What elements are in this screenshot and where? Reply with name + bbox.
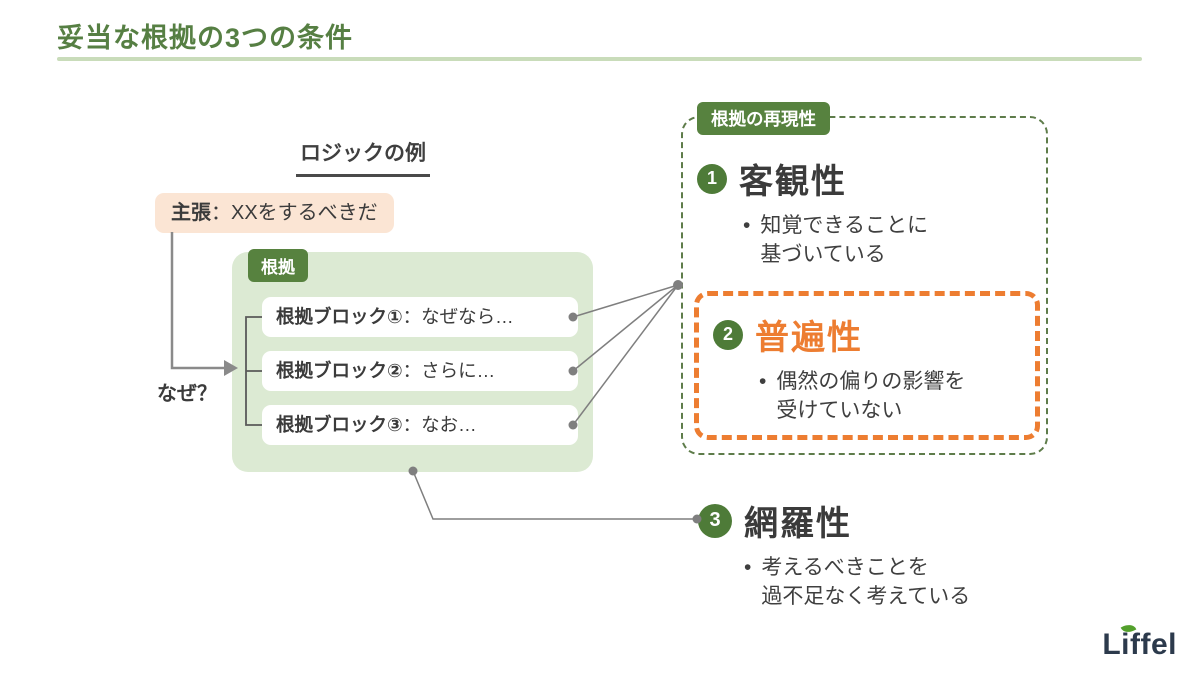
description-lines: 知覚できることに 基づいている bbox=[760, 212, 928, 270]
claim-box: 主張：XXをするべきだ bbox=[155, 193, 394, 233]
condition-objectivity-description: • 知覚できることに 基づいている bbox=[743, 212, 928, 270]
condition-coverage: 3 網羅性 • 考えるべきことを 過不足なく考えている bbox=[698, 496, 970, 612]
evidence-block-2-text: ：さらに… bbox=[402, 360, 496, 381]
bullet: • bbox=[743, 214, 751, 237]
evidence-block-3-label: 根拠ブロック③ bbox=[276, 414, 403, 435]
condition-universality-head: 2 普遍性 bbox=[713, 310, 965, 359]
condition-objectivity: 1 客観性 • 知覚できることに 基づいている bbox=[697, 154, 928, 270]
evidence-block-1: 根拠ブロック①：なぜなら… bbox=[262, 297, 578, 337]
number-badge-3: 3 bbox=[698, 503, 732, 538]
number-badge-1: 1 bbox=[697, 163, 727, 194]
bullet: • bbox=[744, 556, 752, 579]
why-label: なぜ？ bbox=[157, 383, 217, 405]
condition-universality: 2 普遍性 • 偶然の偏りの影響を 受けていない bbox=[713, 310, 965, 426]
condition-universality-title: 普遍性 bbox=[755, 319, 863, 357]
evidence-block-1-text: ：なぜなら… bbox=[402, 306, 514, 327]
evidence-badge: 根拠 bbox=[248, 249, 308, 282]
description-line-1: 考えるべきことを bbox=[761, 556, 929, 579]
reproducibility-badge: 根拠の再現性 bbox=[697, 102, 830, 135]
condition-objectivity-head: 1 客観性 bbox=[697, 154, 928, 203]
description-lines: 偶然の偏りの影響を 受けていない bbox=[776, 368, 965, 426]
claim-text: ：XXをするべきだ bbox=[211, 202, 378, 224]
description-line-2: 過不足なく考えている bbox=[761, 584, 971, 608]
evidence-container: 根拠 根拠ブロック①：なぜなら… 根拠ブロック②：さらに… 根拠ブロック③：なお… bbox=[232, 249, 593, 472]
evidence-block-2-label: 根拠ブロック② bbox=[276, 360, 403, 381]
condition-coverage-description: • 考えるべきことを 過不足なく考えている bbox=[744, 554, 970, 612]
condition-coverage-title: 網羅性 bbox=[744, 505, 852, 543]
description-lines: 考えるべきことを 過不足なく考えている bbox=[761, 554, 970, 612]
title-underline bbox=[57, 57, 1142, 61]
condition-universality-description: • 偶然の偏りの影響を 受けていない bbox=[759, 368, 965, 426]
description-line-1: 偶然の偏りの影響を bbox=[776, 370, 966, 393]
condition-coverage-head: 3 網羅性 bbox=[698, 496, 970, 545]
description-line-1: 知覚できることに bbox=[760, 214, 928, 237]
liffel-logo: Liffel bbox=[1102, 621, 1177, 662]
evidence-block-1-label: 根拠ブロック① bbox=[276, 306, 403, 327]
description-line-2: 基づいている bbox=[760, 242, 886, 266]
reproducibility-panel: 根拠の再現性 1 客観性 • 知覚できることに 基づいている 2 普遍性 bbox=[681, 102, 1048, 455]
logic-example-heading: ロジックの例 bbox=[296, 137, 430, 177]
evidence-block-3-text: ：なお… bbox=[402, 414, 477, 435]
why-arrow bbox=[170, 232, 224, 370]
link-container-coverage bbox=[412, 470, 697, 520]
universality-highlight-box: 2 普遍性 • 偶然の偏りの影響を 受けていない bbox=[694, 291, 1040, 440]
page-title: 妥当な根拠の3つの条件 bbox=[57, 23, 354, 53]
claim-label: 主張 bbox=[171, 202, 211, 224]
evidence-block-3: 根拠ブロック③：なお… bbox=[262, 405, 578, 445]
bullet: • bbox=[759, 370, 767, 393]
condition-objectivity-title: 客観性 bbox=[739, 163, 847, 201]
description-line-2: 受けていない bbox=[776, 398, 903, 422]
evidence-block-2: 根拠ブロック②：さらに… bbox=[262, 351, 578, 391]
logo-text: Liffel bbox=[1102, 628, 1177, 661]
number-badge-2: 2 bbox=[713, 319, 743, 350]
